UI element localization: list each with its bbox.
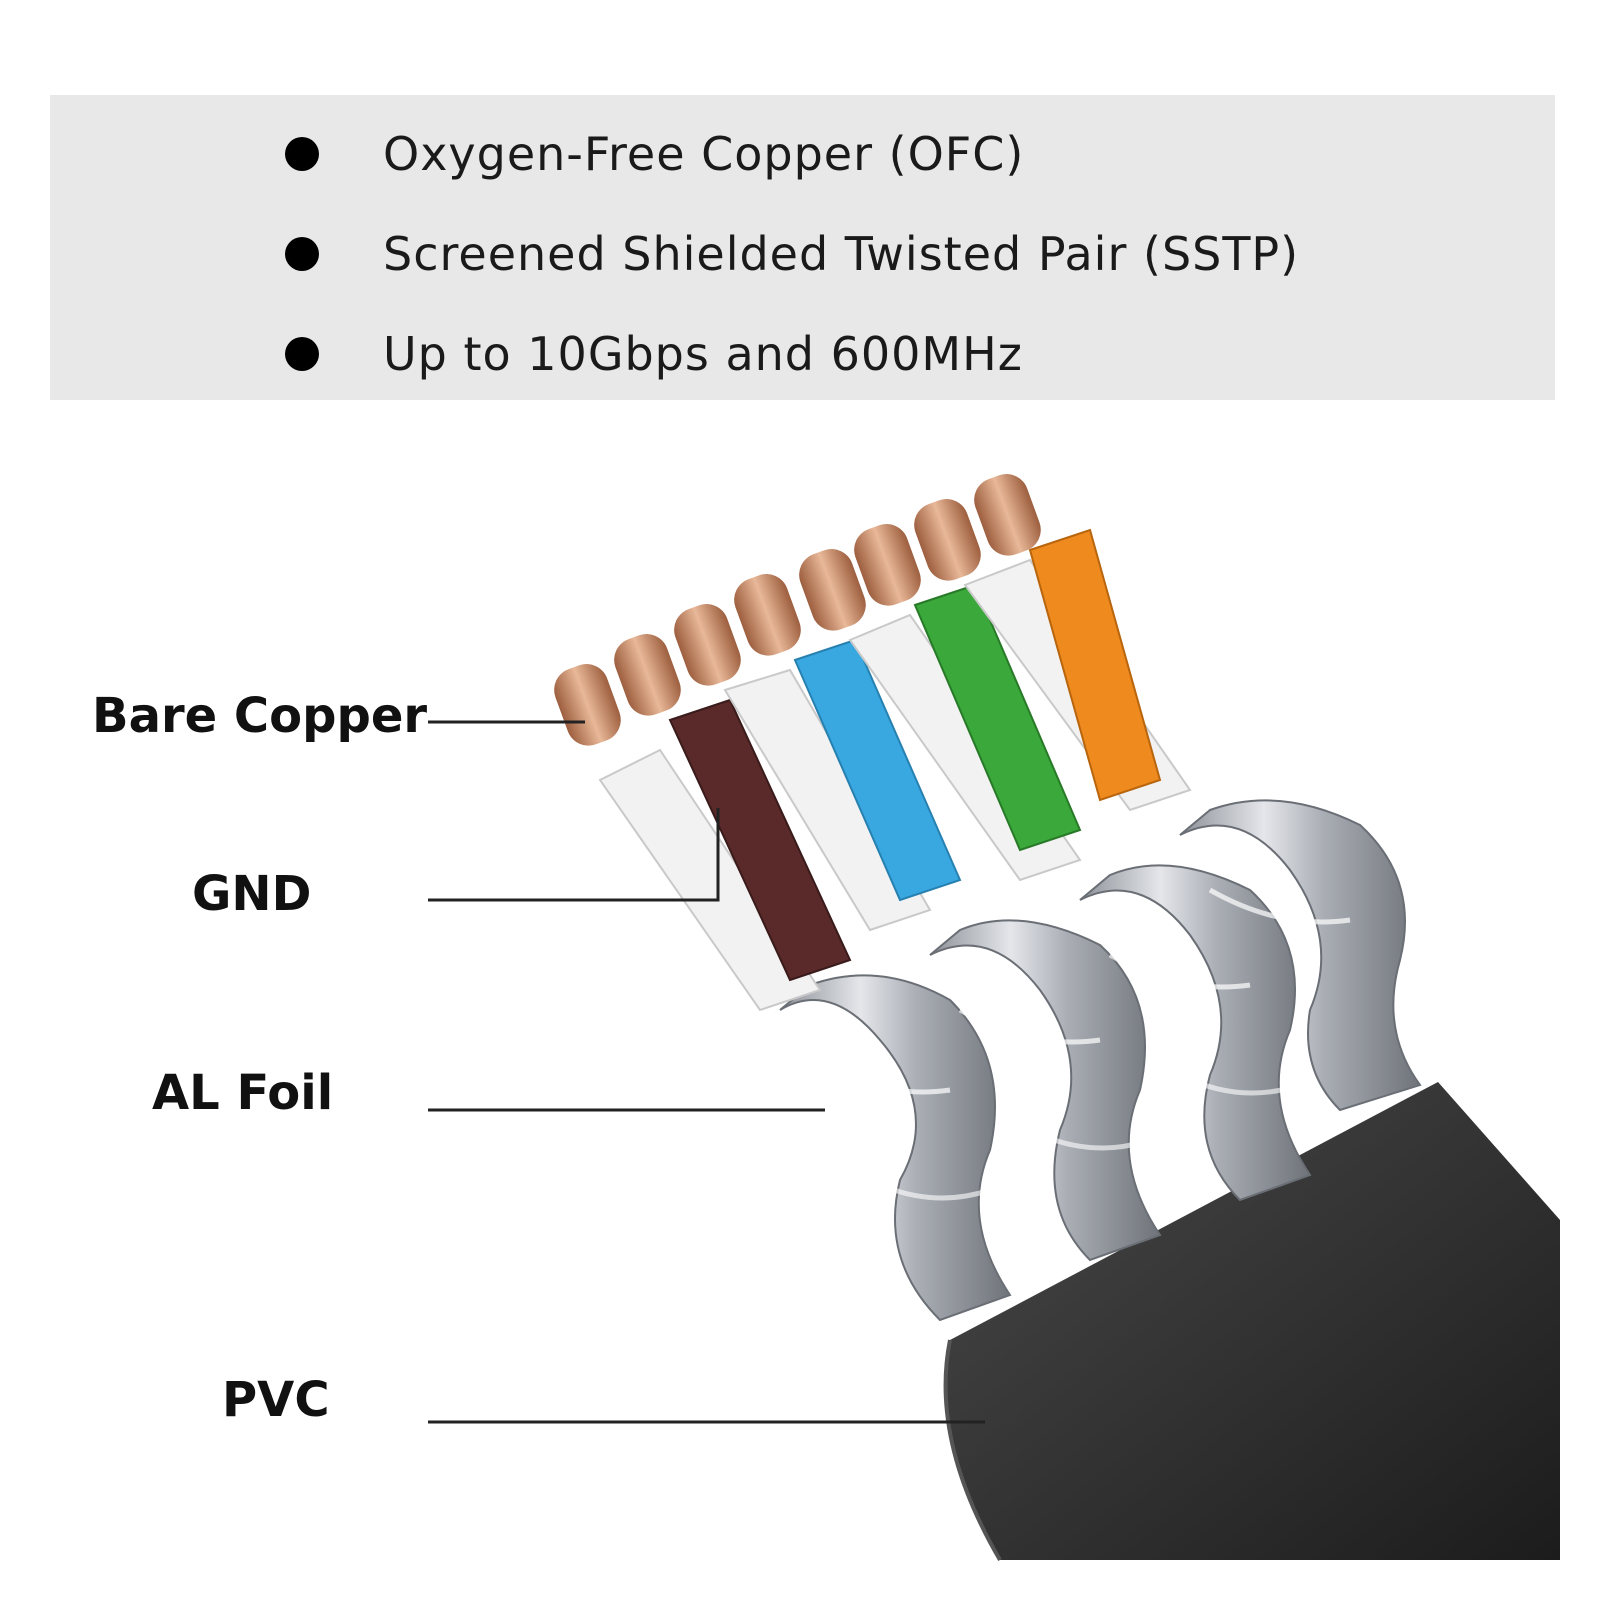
feature-text: Screened Shielded Twisted Pair (SSTP) — [383, 227, 1300, 281]
feature-item-ofc: Oxygen-Free Copper (OFC) — [50, 117, 1555, 187]
bullet-icon — [285, 237, 319, 271]
feature-item-speed: Up to 10Gbps and 600MHz — [50, 317, 1555, 387]
wire-brown — [668, 698, 852, 982]
wire-orange — [1028, 528, 1162, 802]
pvc-jacket — [943, 1082, 1560, 1562]
feature-item-sstp: Screened Shielded Twisted Pair (SSTP) — [50, 217, 1555, 287]
label-pvc: PVC — [222, 1372, 330, 1428]
feature-panel: Oxygen-Free Copper (OFC) Screened Shield… — [50, 95, 1555, 400]
wire-white-2 — [723, 668, 932, 932]
bullet-icon — [285, 137, 319, 171]
copper-conductors — [554, 474, 1041, 746]
feature-text: Oxygen-Free Copper (OFC) — [383, 127, 1025, 181]
foil-pair-1 — [779, 974, 1012, 1322]
label-gnd: GND — [192, 866, 312, 922]
label-al-foil: AL Foil — [152, 1065, 334, 1121]
bullet-icon — [285, 337, 319, 371]
leader-lines — [428, 720, 985, 1424]
wire-white-1 — [598, 748, 822, 1012]
wire-green — [913, 583, 1082, 852]
leader-line-gnd — [428, 808, 720, 902]
wire-blue — [793, 638, 962, 902]
foil-pair-2 — [929, 919, 1162, 1262]
feature-text: Up to 10Gbps and 600MHz — [383, 327, 1023, 381]
foil-pair-3 — [1079, 864, 1312, 1202]
foil-pair-4 — [1179, 799, 1422, 1112]
label-bare-copper: Bare Copper — [92, 688, 428, 744]
